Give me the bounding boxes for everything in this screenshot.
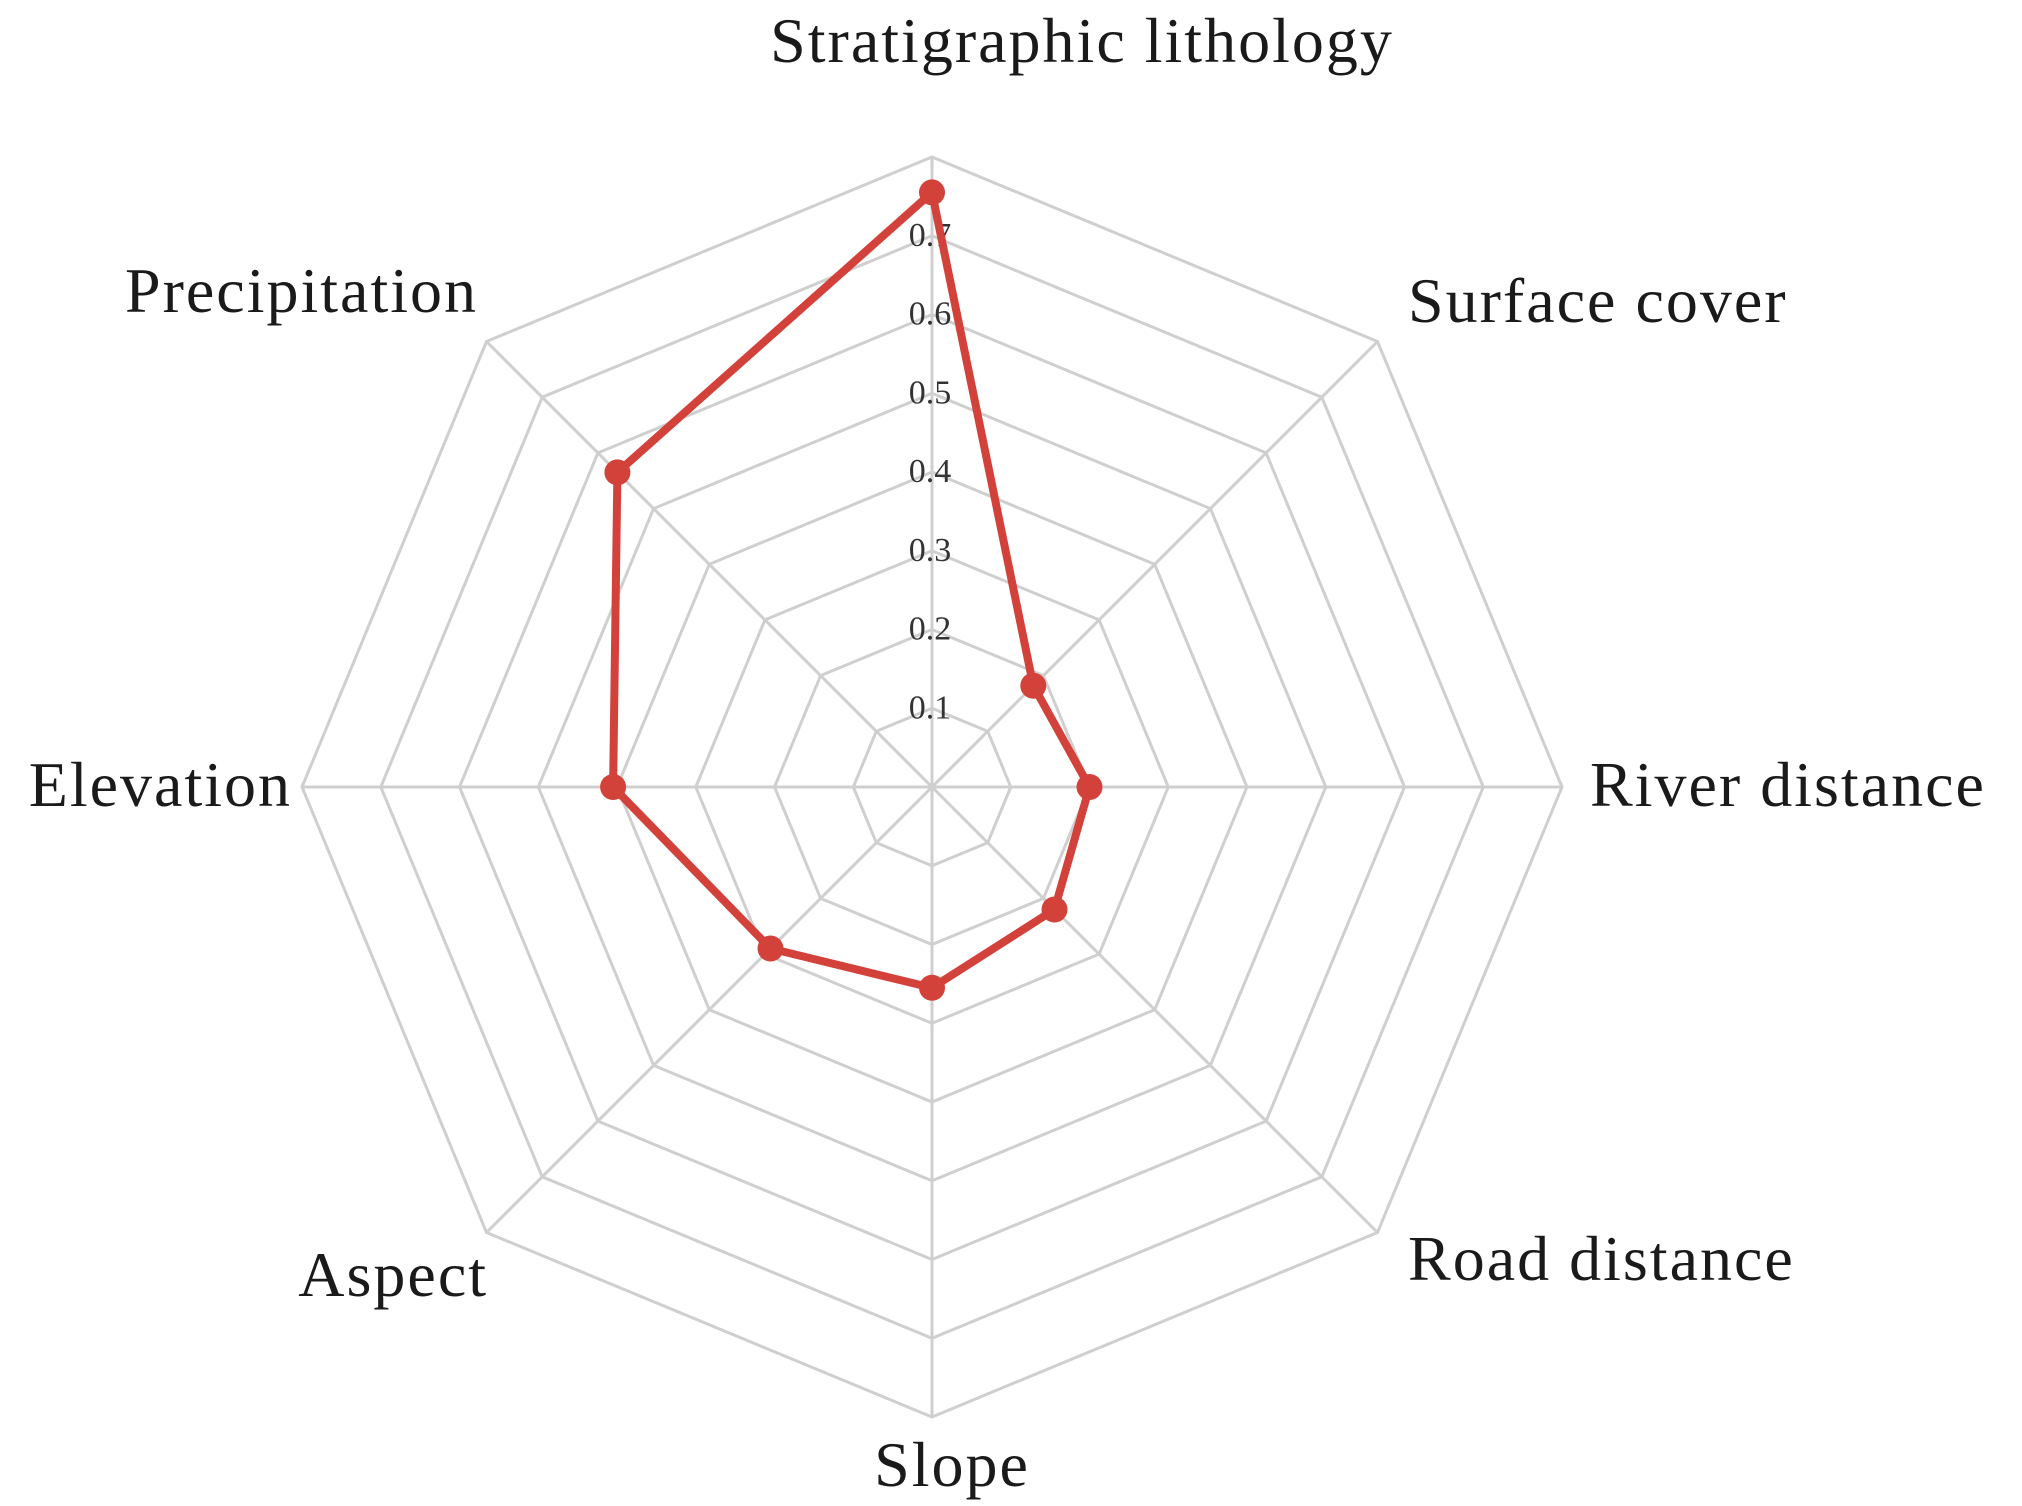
data-point-elevation: [600, 774, 627, 800]
tick-label: 0.1: [909, 689, 952, 726]
tick-label: 0.3: [909, 532, 952, 569]
data-point-aspect: [757, 935, 784, 962]
spoke-2: [930, 340, 1379, 789]
data-point-river-distance: [1076, 774, 1103, 800]
data-point-stratigraphic-lithology: [919, 179, 945, 206]
data-point-precipitation: [604, 459, 631, 486]
axis-label-elevation: Elevation: [29, 749, 292, 820]
data-point-road-distance: [1041, 896, 1068, 923]
spoke-6: [485, 785, 934, 1234]
radar-grid: [300, 155, 1564, 1419]
data-point-surface-cover: [1020, 672, 1047, 699]
spoke-8: [485, 340, 934, 789]
axis-label-river-distance: River distance: [1590, 749, 1986, 820]
axis-label-stratigraphic-lithology: Stratigraphic lithology: [770, 5, 1394, 76]
data-series: [600, 179, 1103, 1001]
spoke-4: [930, 785, 1379, 1234]
radial-tick-labels: 0.10.20.30.40.50.60.7: [909, 217, 952, 726]
tick-label: 0.5: [909, 374, 952, 411]
tick-label: 0.4: [909, 453, 952, 490]
axis-label-slope: Slope: [874, 1429, 1030, 1500]
axis-label-surface-cover: Surface cover: [1408, 265, 1788, 336]
axis-label-precipitation: Precipitation: [125, 255, 478, 326]
data-point-slope: [919, 974, 945, 1001]
tick-label: 0.2: [909, 611, 952, 648]
axis-label-road-distance: Road distance: [1408, 1223, 1795, 1294]
tick-label: 0.6: [909, 296, 952, 333]
axis-label-aspect: Aspect: [298, 1239, 488, 1310]
